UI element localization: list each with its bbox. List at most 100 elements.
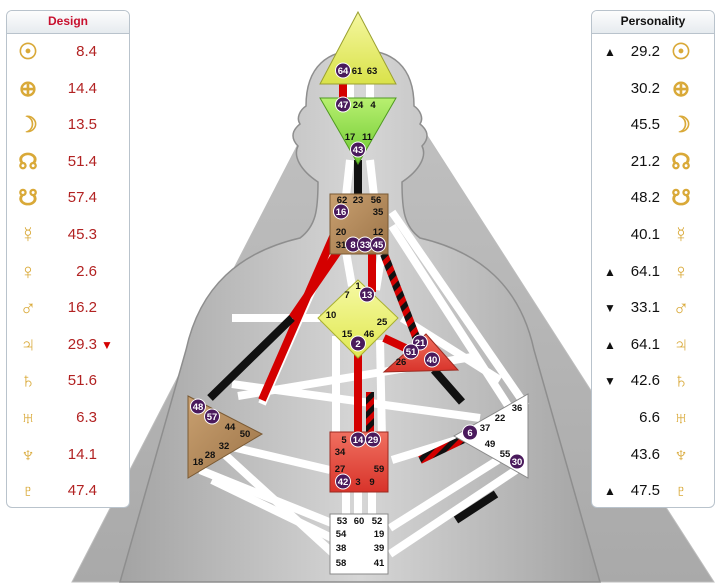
gate-label[interactable]: 35 <box>373 207 384 218</box>
gate-label[interactable]: 11 <box>362 132 373 143</box>
ajna-center[interactable] <box>319 97 397 166</box>
gate-label[interactable]: 3 <box>355 477 360 488</box>
gate-label[interactable]: 43 <box>353 145 364 156</box>
gate-label[interactable]: 49 <box>485 439 496 450</box>
g-center[interactable] <box>317 279 399 359</box>
planet-row[interactable]: ♀64.1▲ <box>592 255 714 291</box>
gate-label[interactable]: 54 <box>336 529 347 540</box>
channels-layer <box>198 78 530 559</box>
gate-label[interactable]: 40 <box>427 355 438 366</box>
gate-label[interactable]: 37 <box>480 423 491 434</box>
root-center[interactable] <box>329 513 389 575</box>
gate-label[interactable]: 23 <box>353 195 364 206</box>
planet-row[interactable]: ☉8.4 <box>7 35 129 71</box>
gate-label[interactable]: 36 <box>512 403 523 414</box>
planet-row[interactable]: ⊕14.4 <box>7 72 129 108</box>
gate-label[interactable]: 17 <box>345 132 356 143</box>
gate-label[interactable]: 51 <box>406 347 417 358</box>
gate-label[interactable]: 24 <box>353 100 364 111</box>
solar-plexus-center[interactable] <box>452 393 529 479</box>
gate-label[interactable]: 56 <box>371 195 382 206</box>
gate-label[interactable]: 42 <box>338 477 349 488</box>
gate-label[interactable]: 6 <box>467 428 472 439</box>
planet-row[interactable]: ♆43.6 <box>592 438 714 474</box>
jupiter-icon: ♃ <box>19 331 37 357</box>
gate-label[interactable]: 15 <box>342 329 353 340</box>
gate-label[interactable]: 8 <box>350 240 355 251</box>
gate-label[interactable]: 47 <box>338 100 349 111</box>
gate-label[interactable]: 20 <box>336 227 347 238</box>
gate-label[interactable]: 18 <box>193 457 204 468</box>
gate-label[interactable]: 26 <box>396 357 407 368</box>
gate-label[interactable]: 31 <box>336 240 347 251</box>
planet-row[interactable]: ♃64.1▲ <box>592 328 714 364</box>
gate-label[interactable]: 33 <box>360 240 371 251</box>
planet-row[interactable]: ♄51.6 <box>7 364 129 400</box>
channel-line <box>399 314 503 384</box>
gate-label[interactable]: 57 <box>207 412 218 423</box>
planet-row[interactable]: ☉29.2▲ <box>592 35 714 71</box>
gate-label[interactable]: 12 <box>373 227 384 238</box>
gate-label[interactable]: 16 <box>336 207 347 218</box>
channel-line <box>376 339 386 441</box>
gate-label[interactable]: 32 <box>219 441 230 452</box>
gate-label[interactable]: 13 <box>362 290 373 301</box>
gate-label[interactable]: 28 <box>205 450 216 461</box>
gate-label[interactable]: 58 <box>336 558 347 569</box>
gate-label[interactable]: 25 <box>377 317 388 328</box>
gate-label[interactable]: 61 <box>352 66 363 77</box>
planet-row[interactable]: ☋57.4 <box>7 181 129 217</box>
gate-label[interactable]: 29 <box>368 435 379 446</box>
gate-label[interactable]: 46 <box>364 329 375 340</box>
gate-label[interactable]: 19 <box>374 529 385 540</box>
gate-label[interactable]: 21 <box>415 338 426 349</box>
gate-label[interactable]: 4 <box>370 100 376 111</box>
planet-row[interactable]: ⊕30.2 <box>592 72 714 108</box>
planet-row[interactable]: ♅6.3 <box>7 401 129 437</box>
gate-label[interactable]: 27 <box>335 464 346 475</box>
gate-label[interactable]: 44 <box>225 422 236 433</box>
gate-label[interactable]: 34 <box>335 447 346 458</box>
planet-row[interactable]: ♀2.6 <box>7 255 129 291</box>
gate-label[interactable]: 22 <box>495 413 506 424</box>
gate-label[interactable]: 53 <box>337 516 348 527</box>
gate-label[interactable]: 41 <box>374 558 385 569</box>
gate-label[interactable]: 52 <box>372 516 383 527</box>
planet-row[interactable]: ☽45.5 <box>592 108 714 144</box>
gate-label[interactable]: 30 <box>512 457 523 468</box>
planet-row[interactable]: ☽13.5 <box>7 108 129 144</box>
planet-gate-value: 51.6 <box>67 372 97 390</box>
gate-label[interactable]: 45 <box>373 240 384 251</box>
planet-row[interactable]: ♃29.3▼ <box>7 328 129 364</box>
gate-label[interactable]: 60 <box>354 516 365 527</box>
gate-label[interactable]: 63 <box>367 66 378 77</box>
planet-row[interactable]: ♇47.4 <box>7 474 129 507</box>
planet-row[interactable]: ♇47.5▲ <box>592 474 714 507</box>
planet-row[interactable]: ☿45.3 <box>7 218 129 254</box>
gate-label[interactable]: 7 <box>344 290 349 301</box>
gate-label[interactable]: 2 <box>355 339 360 350</box>
gate-label[interactable]: 62 <box>337 195 348 206</box>
gate-label[interactable]: 9 <box>369 477 374 488</box>
gate-label[interactable]: 38 <box>336 543 347 554</box>
gate-label[interactable]: 48 <box>193 402 204 413</box>
gate-label[interactable]: 50 <box>240 429 251 440</box>
planet-row[interactable]: ♅6.6 <box>592 401 714 437</box>
planet-row[interactable]: ♆14.1 <box>7 438 129 474</box>
planet-row[interactable]: ☿40.1 <box>592 218 714 254</box>
gate-label[interactable]: 1 <box>355 281 361 292</box>
gate-label[interactable]: 5 <box>341 435 347 446</box>
planet-row[interactable]: ♂33.1▼ <box>592 291 714 327</box>
gate-label[interactable]: 10 <box>326 310 337 321</box>
gate-label[interactable]: 64 <box>338 66 349 77</box>
planet-row[interactable]: ☊21.2 <box>592 145 714 181</box>
planet-row[interactable]: ♂16.2 <box>7 291 129 327</box>
planet-row[interactable]: ♄42.6▼ <box>592 364 714 400</box>
planet-row[interactable]: ☋48.2 <box>592 181 714 217</box>
planet-row[interactable]: ☊51.4 <box>7 145 129 181</box>
gate-label[interactable]: 14 <box>353 435 364 446</box>
planet-gate-value: 2.6 <box>76 262 97 280</box>
gate-label[interactable]: 39 <box>374 543 385 554</box>
gate-label[interactable]: 59 <box>374 464 385 475</box>
gate-label[interactable]: 55 <box>500 449 511 460</box>
